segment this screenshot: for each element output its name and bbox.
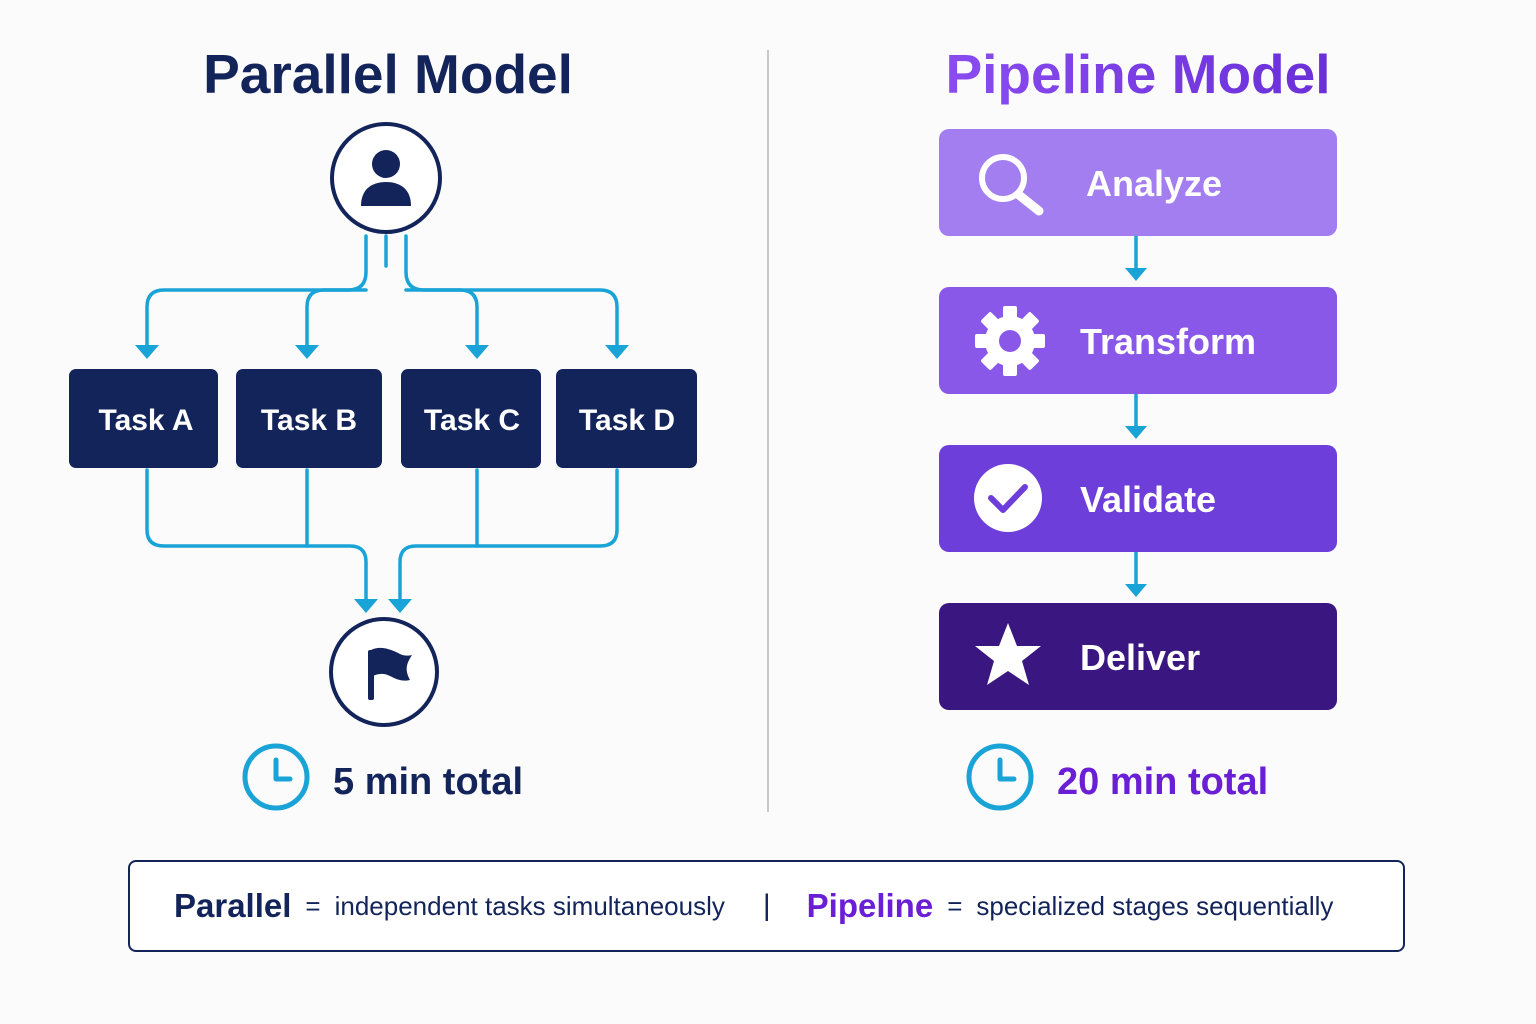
legend-pipeline-desc: specialized stages sequentially <box>976 890 1334 921</box>
pipeline-arrowheads <box>1125 268 1147 597</box>
search-icon <box>979 154 1044 216</box>
gear-icon <box>975 306 1045 376</box>
parallel-time-label: 5 min total <box>333 761 523 803</box>
stage-transform: Transform <box>939 287 1337 394</box>
task-box-b: Task B <box>236 369 382 468</box>
stage-label-validate: Validate <box>1080 479 1216 520</box>
task-label-b: Task B <box>261 404 357 437</box>
end-node <box>329 617 439 727</box>
pipeline-clock-icon <box>966 743 1034 811</box>
legend-parallel-equals: = <box>305 890 321 921</box>
stage-label-transform: Transform <box>1080 321 1256 362</box>
task-box-c: Task C <box>401 369 541 468</box>
stage-label-deliver: Deliver <box>1080 637 1200 678</box>
check-circle-icon <box>974 464 1042 532</box>
legend-parallel-term: Parallel <box>174 887 292 924</box>
task-label-a: Task A <box>98 404 193 437</box>
task-label-c: Task C <box>424 404 520 437</box>
task-label-d: Task D <box>579 404 675 437</box>
stage-analyze: Analyze <box>939 129 1337 236</box>
user-icon <box>361 150 411 206</box>
legend-box: Parallel = independent tasks simultaneou… <box>128 860 1405 952</box>
task-box-a: Task A <box>69 369 218 468</box>
pipeline-time-label: 20 min total <box>1057 761 1268 803</box>
parallel-title: Parallel Model <box>203 43 573 105</box>
task-box-d: Task D <box>556 369 697 468</box>
legend-pipeline-term: Pipeline <box>806 887 934 924</box>
legend-pipeline-equals: = <box>947 890 963 921</box>
start-node <box>330 122 442 234</box>
stage-deliver: Deliver <box>939 603 1337 710</box>
parallel-clock-icon <box>242 743 310 811</box>
flag-icon <box>368 647 412 700</box>
star-icon <box>975 623 1041 685</box>
legend-separator: | <box>762 889 771 922</box>
parallel-arrowheads <box>135 345 629 613</box>
stage-label-analyze: Analyze <box>1086 163 1222 204</box>
pipeline-title: Pipeline Model <box>945 43 1330 105</box>
parallel-connectors <box>145 234 619 602</box>
stage-validate: Validate <box>939 445 1337 552</box>
legend-parallel-desc: independent tasks simultaneously <box>334 890 725 921</box>
